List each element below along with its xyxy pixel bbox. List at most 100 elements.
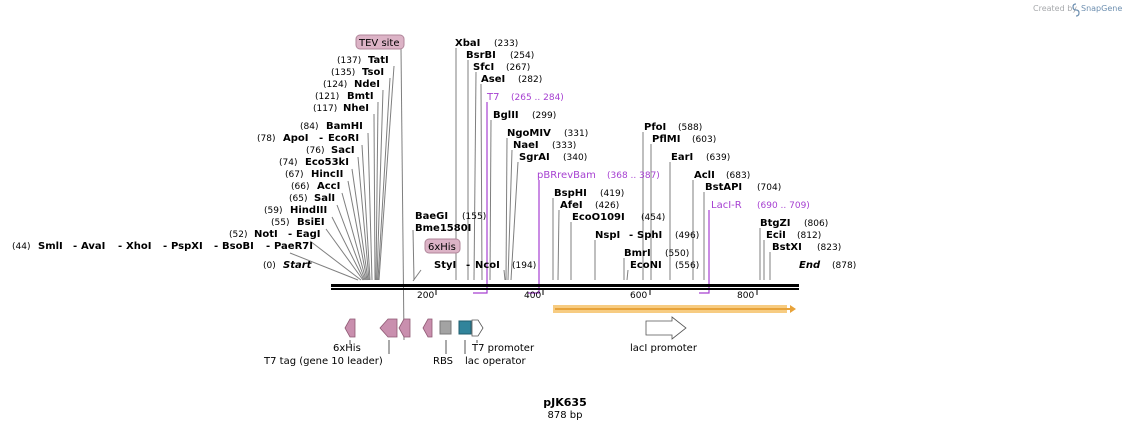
t7-tag-feature[interactable] xyxy=(379,318,398,338)
tick-label-400: 400 xyxy=(524,291,541,301)
plasmid-size: 878 bp xyxy=(548,410,583,421)
lac-operator-feature[interactable] xyxy=(458,320,472,335)
ngomiv-label[interactable]: NgoMIV xyxy=(507,128,551,139)
sali-label[interactable]: SalI xyxy=(314,193,335,204)
end-label: End xyxy=(799,260,821,271)
primer-laci-r-range: (690 .. 709) xyxy=(757,201,810,211)
hincii-pos: (67) xyxy=(285,170,303,180)
asei-label[interactable]: AseI xyxy=(481,74,505,85)
hindiii-pos: (59) xyxy=(264,206,282,216)
primer-brackets xyxy=(473,102,710,294)
bmti-label[interactable]: BmtI xyxy=(347,91,374,102)
naei-pos: (333) xyxy=(552,141,576,151)
ncoi-label[interactable]: NcoI xyxy=(475,260,500,271)
bme1580i-label[interactable]: Bme1580I xyxy=(415,223,471,234)
bamhi-pos: (84) xyxy=(300,122,318,132)
bsrbi-label[interactable]: BsrBI xyxy=(466,50,496,61)
saci-label[interactable]: SacI xyxy=(331,145,355,156)
leader-sali xyxy=(336,204,366,281)
baegi-label[interactable]: BaeGI xyxy=(415,211,448,222)
smli-label[interactable]: SmlI xyxy=(38,241,63,252)
tsoi-label[interactable]: TsoI xyxy=(362,67,384,78)
ecoo109i-pos: (454) xyxy=(641,213,665,223)
btgzi-label[interactable]: BtgZI xyxy=(760,218,791,229)
his-tag-feature[interactable] xyxy=(344,318,356,338)
eari-label[interactable]: EarI xyxy=(671,152,693,163)
xbai-label[interactable]: XbaI xyxy=(455,38,480,49)
laci-orf-arrow[interactable] xyxy=(553,305,796,313)
sgrai-label[interactable]: SgrAI xyxy=(519,152,550,163)
bglii-label[interactable]: BglII xyxy=(493,110,519,121)
sphi-label[interactable]: SphI xyxy=(637,230,662,241)
hindiii-label[interactable]: HindIII xyxy=(290,205,327,216)
sphi-prefix: - xyxy=(629,230,633,241)
ecoo109i-label[interactable]: EcoO109I xyxy=(572,212,625,223)
hincii-label[interactable]: HincII xyxy=(311,169,343,180)
t7-promoter-arrow-icon[interactable] xyxy=(471,319,484,337)
leader-saci xyxy=(357,156,370,281)
naei-label[interactable]: NaeI xyxy=(513,140,539,151)
pfoi-label[interactable]: PfoI xyxy=(644,122,666,133)
avai-label[interactable]: AvaI xyxy=(81,241,105,252)
primer-t7-bracket xyxy=(473,102,488,294)
bstxi-label[interactable]: BstXI xyxy=(772,242,802,253)
bstapi-label[interactable]: BstAPI xyxy=(705,182,742,193)
bsrbi-pos: (254) xyxy=(510,51,534,61)
rbs-feature[interactable] xyxy=(439,320,452,335)
his2-feature[interactable] xyxy=(422,318,433,338)
leader-nhei xyxy=(373,113,376,281)
apoi-pos: (78) xyxy=(257,134,275,144)
nspi-label[interactable]: NspI xyxy=(595,230,620,241)
pflmi-pos: (603) xyxy=(692,135,716,145)
leader-hindiii xyxy=(331,216,365,281)
econi-pos: (556) xyxy=(675,261,699,271)
eco53ki-label[interactable]: Eco53kI xyxy=(305,157,349,168)
econi-label[interactable]: EcoNI xyxy=(630,260,662,271)
ecori-label[interactable]: EcoRI xyxy=(328,133,359,144)
ruler: 200 400 600 800 xyxy=(417,290,758,301)
noti-label[interactable]: NotI xyxy=(254,229,278,240)
xhoi-prefix: - xyxy=(118,241,122,252)
primer-pbrrevbam-label[interactable]: pBRrevBam xyxy=(537,170,596,181)
tev-site-pill[interactable]: TEV site xyxy=(355,34,405,50)
afei-label[interactable]: AfeI xyxy=(560,200,583,211)
ncoi-pos: (194) xyxy=(512,261,536,271)
tev-feature[interactable] xyxy=(398,318,411,338)
start-pos: (0) xyxy=(263,261,276,271)
bamhi-label[interactable]: BamHI xyxy=(326,121,363,132)
bsiei-label[interactable]: BsiEI xyxy=(297,217,325,228)
primer-laci-r-label[interactable]: LacI-R xyxy=(711,200,742,211)
smli-pos: (44) xyxy=(12,242,30,252)
xbai-pos: (233) xyxy=(494,39,518,49)
primer-laci-r-bracket xyxy=(699,210,710,294)
ndei-label[interactable]: NdeI xyxy=(354,79,380,90)
6xhis-pill[interactable]: 6xHis xyxy=(424,238,461,254)
nhei-label[interactable]: NheI xyxy=(343,103,369,114)
bsobi-label[interactable]: BsoBI xyxy=(222,241,254,252)
acli-label[interactable]: AclI xyxy=(694,170,715,181)
leader-ncoi xyxy=(503,269,506,281)
credit-brand: SnapGene xyxy=(1081,4,1122,13)
ecii-pos: (812) xyxy=(797,231,821,241)
bsphi-label[interactable]: BspHI xyxy=(554,188,587,199)
btgzi-pos: (806) xyxy=(804,219,828,229)
sfci-label[interactable]: SfcI xyxy=(473,62,494,73)
eagi-label[interactable]: EagI xyxy=(296,229,320,240)
pflmi-label[interactable]: PflMI xyxy=(652,134,680,145)
paer7i-label[interactable]: PaeR7I xyxy=(274,241,313,252)
bmri-label[interactable]: BmrI xyxy=(624,248,651,259)
apoi-label[interactable]: ApoI xyxy=(283,133,309,144)
styi-label[interactable]: StyI xyxy=(434,260,456,271)
xhoi-label[interactable]: XhoI xyxy=(126,241,151,252)
pspxi-label[interactable]: PspXI xyxy=(171,241,203,252)
ncoi-prefix: - xyxy=(466,260,470,271)
ecii-label[interactable]: EciI xyxy=(766,230,786,241)
start-label: Start xyxy=(283,260,313,271)
tati-label[interactable]: TatI xyxy=(368,55,389,66)
primer-t7-label[interactable]: T7 xyxy=(486,92,499,103)
acci-label[interactable]: AccI xyxy=(317,181,340,192)
leader-noti xyxy=(309,240,362,281)
leader-sfci xyxy=(473,71,477,281)
snapgene-logo-icon xyxy=(1072,3,1080,17)
laci-promoter-arrow-icon[interactable] xyxy=(645,316,687,340)
